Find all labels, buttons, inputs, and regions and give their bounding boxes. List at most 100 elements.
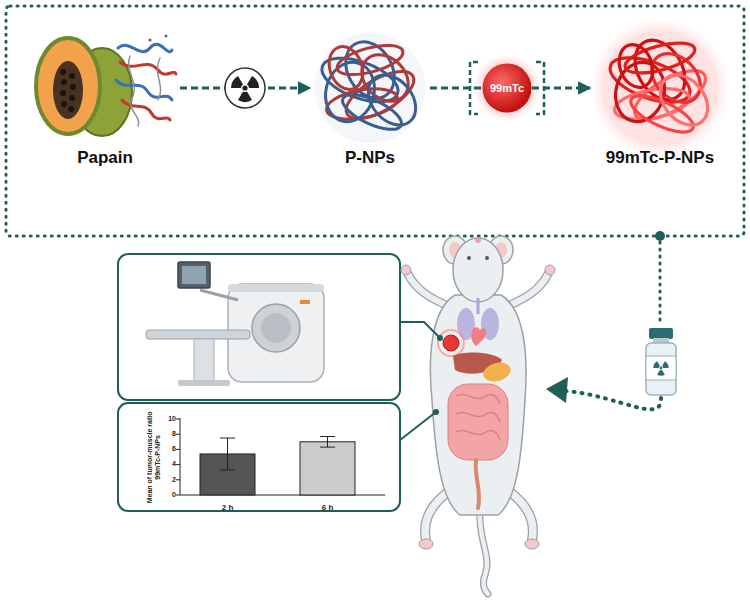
axis-tick: 6 — [172, 445, 176, 453]
scanner-panel — [118, 254, 400, 400]
protein-ribbon — [157, 58, 160, 100]
bar-chart — [227, 438, 228, 470]
axis-tick: 2 — [172, 476, 176, 484]
mouse-figure — [408, 274, 448, 306]
mouse-figure — [477, 298, 480, 314]
leader-line — [400, 412, 436, 440]
mouse-figure — [481, 360, 513, 385]
mouse-figure — [508, 274, 548, 306]
nanoparticle-ball — [315, 33, 425, 143]
process-arrow — [532, 87, 590, 90]
axis-tick: 8 — [172, 430, 176, 438]
category-label: 2 h — [222, 503, 234, 513]
tc-glow — [473, 54, 541, 122]
bar-chart — [320, 436, 335, 437]
product-item: 99mTc-P-NPs — [590, 28, 730, 172]
item-label: Papain — [77, 148, 133, 168]
category-label: 6 h — [322, 503, 334, 513]
injection-path — [659, 242, 662, 326]
scanner-panel — [178, 380, 230, 386]
mouse-figure — [508, 274, 548, 306]
protein-ribbon — [129, 56, 139, 126]
mouse-figure — [401, 236, 555, 594]
bar-chart — [220, 469, 235, 470]
axis-tick: 0 — [172, 491, 176, 499]
mouse-figure — [510, 492, 533, 540]
nanoparticle-ball — [359, 66, 426, 135]
mouse-figure — [419, 539, 433, 549]
radiolabeled-ball — [613, 40, 658, 92]
mouse-figure — [475, 237, 481, 243]
scanner-panel — [146, 330, 250, 339]
scanner-panel — [200, 290, 238, 300]
bar-chart — [327, 437, 328, 448]
papaya-fruit — [36, 38, 132, 136]
leader-line — [400, 322, 440, 338]
nanoparticle-item: P-NPs — [310, 28, 430, 172]
scanner-panel — [178, 262, 210, 288]
source-item: Papain — [30, 28, 180, 172]
bar-chart — [220, 437, 335, 470]
item-label: P-NPs — [345, 148, 395, 168]
injection-path — [655, 231, 665, 241]
bar-chart — [220, 438, 235, 439]
bar-chart — [176, 434, 180, 435]
radiation-symbol — [225, 68, 265, 108]
protein-ribbon — [122, 100, 170, 120]
axis-title: Mean of tumor-muscle ratio 99mTc-P-NPs — [146, 403, 163, 511]
scanner-panel — [118, 254, 400, 400]
papaya-fruit — [68, 106, 74, 112]
mouse-figure — [476, 460, 479, 508]
papaya-fruit — [60, 69, 76, 112]
bar-chart — [176, 419, 180, 420]
scanner-panel — [194, 339, 214, 381]
mouse-figure — [425, 492, 448, 540]
protein-ribbon — [149, 39, 152, 42]
axis-tick: 4 — [172, 460, 176, 468]
papaya-fruit — [70, 84, 76, 90]
bar-chart — [180, 418, 181, 495]
mouse-figure — [408, 274, 448, 306]
scanner-panel — [182, 266, 206, 284]
mouse-figure — [401, 265, 411, 275]
process-arrow — [430, 87, 482, 90]
mouse-figure — [545, 265, 555, 275]
mouse-figure — [448, 384, 508, 460]
papaya-fruit — [53, 61, 83, 119]
bar-chart — [176, 418, 385, 495]
nanoparticle-ball — [323, 42, 368, 94]
scanner-panel — [300, 300, 310, 304]
papaya-fruit — [61, 101, 67, 107]
mouse-figure — [425, 492, 448, 540]
protein-ribbon — [116, 80, 172, 100]
bar-chart — [300, 442, 355, 495]
vial — [649, 328, 673, 339]
chart-panel — [118, 403, 400, 511]
isotope-label: 99mTc — [490, 82, 524, 94]
leader-dot — [433, 409, 439, 415]
axis-tick: 10 — [168, 415, 176, 423]
radiolabeled-ball — [602, 30, 718, 146]
protein-ribbon — [116, 35, 176, 127]
mouse-figure — [456, 394, 500, 404]
mouse-figure — [467, 256, 471, 260]
radiation-symbol — [225, 68, 265, 108]
mouse-figure — [480, 512, 488, 594]
mouse-figure — [510, 492, 533, 540]
nanoparticle-ball — [338, 88, 406, 137]
papaya-fruit — [60, 90, 66, 96]
papaya-fruit — [36, 38, 100, 134]
radiation-symbol — [652, 361, 669, 376]
radiolabeled-ball — [651, 66, 718, 135]
dotted-frame — [6, 6, 744, 236]
nanoparticle-ball — [316, 33, 425, 136]
bar-chart — [176, 449, 180, 450]
papaya-fruit — [69, 73, 75, 79]
bar-chart — [176, 419, 180, 495]
circle-outline — [483, 64, 532, 113]
scanner-panel — [252, 304, 300, 352]
bar-chart — [176, 464, 180, 465]
